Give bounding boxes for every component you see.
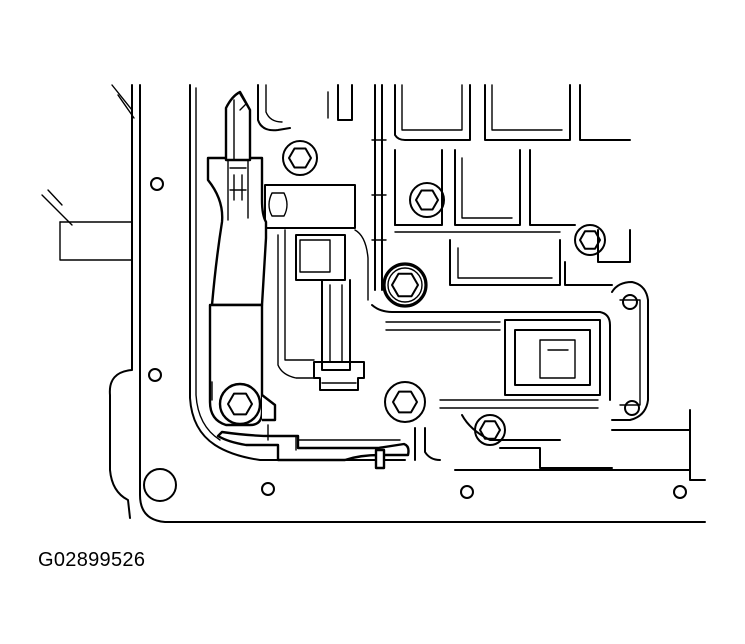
shift-valve-assembly	[264, 184, 369, 391]
detent-spring-bracket	[206, 90, 277, 427]
bolts	[282, 140, 606, 446]
bracket-bolt	[218, 382, 262, 426]
dowel-hole-5	[673, 485, 687, 499]
dowel-holes	[143, 177, 687, 502]
middle-passages	[371, 304, 691, 471]
detent-spring-arm	[216, 424, 410, 470]
dowel-hole-7	[624, 400, 640, 416]
case-left-edge	[41, 84, 135, 519]
dowel-hole-4	[460, 485, 474, 499]
dowel-hole-2	[148, 368, 162, 382]
casting-ribs	[257, 84, 631, 291]
dowel-hole-1	[150, 177, 164, 191]
bolt-2	[409, 182, 445, 218]
bolt-1	[282, 140, 318, 176]
dowel-hole-6	[622, 294, 638, 310]
bolt-3	[574, 224, 606, 256]
bolt-5	[384, 381, 426, 423]
dowel-hole-3	[261, 482, 275, 496]
bolt-6	[474, 414, 506, 446]
bolt-4	[382, 262, 428, 308]
large-locating-hole	[143, 468, 177, 502]
figure-code: G02899526	[38, 549, 146, 571]
valve-body-outline	[139, 84, 706, 523]
